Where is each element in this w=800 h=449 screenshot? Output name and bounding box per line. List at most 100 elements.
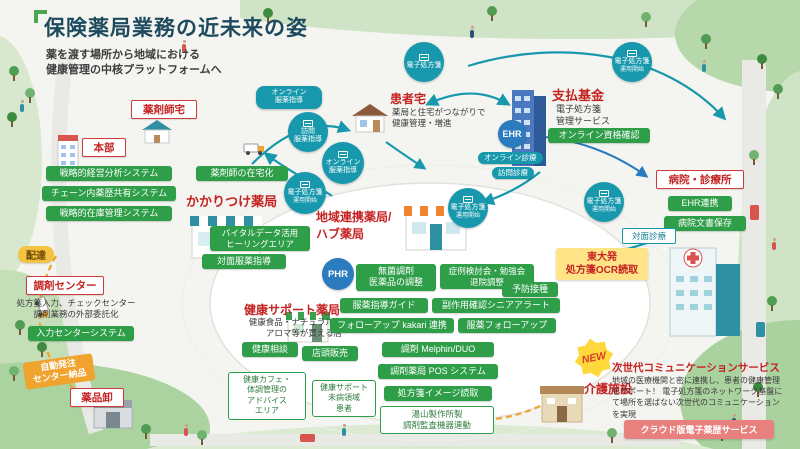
face-to-face-consultation-label: 対面診療	[622, 228, 676, 244]
tree-icon	[772, 84, 784, 99]
pre-illness-line3: 患者	[336, 403, 352, 413]
delivery-tag: 配達	[18, 246, 54, 263]
tree-icon	[700, 34, 712, 49]
case-study-line1: 症例検討会・勉強会	[448, 266, 526, 276]
hub-pharmacy-title: 地域連携薬局/ ハブ薬局	[316, 208, 391, 242]
tree-icon	[756, 54, 768, 69]
vital-data-line2: ヒーリングエリア	[225, 238, 294, 249]
tree-icon	[748, 150, 760, 165]
family-pharmacy-title: かかりつけ薬局	[186, 194, 278, 209]
delivery-truck-icon	[34, 296, 49, 319]
e-prescription-right-label: 電子処方箋	[586, 198, 622, 206]
tree-icon	[196, 430, 208, 445]
melphin-duo-label: 調剤 Melphin/DUO	[382, 342, 494, 358]
visit-guidance-badge: 訪問 服薬指導	[288, 112, 328, 152]
health-cafe-line3: アドバイス	[247, 395, 287, 405]
car-icon	[756, 322, 765, 337]
kakari-followup-link-label: フォローアップ kakari 連携	[330, 318, 454, 334]
tree-icon	[14, 320, 26, 335]
sterile-dispensing-label: 無菌調剤 医薬品の調整	[356, 264, 436, 291]
todai-line2: 処方箋OCR読取	[565, 265, 639, 276]
visit-guidance-line2: 服薬指導	[294, 136, 322, 143]
vital-data-healing-area: バイタルデータ活用 ヒーリングエリア	[210, 226, 310, 252]
system-strategic-analysis: 戦略的経営分析システム	[46, 166, 172, 182]
online-consultation-label: オンライン診療	[478, 152, 543, 164]
page-title: 保険薬局業務の近未来の姿	[44, 17, 308, 40]
tree-icon	[262, 8, 274, 23]
payment-fund-note: 電子処方箋 管理サービス	[556, 103, 610, 127]
patient-home-title: 患者宅	[390, 92, 427, 106]
dispensing-center-note: 処方箋入力、チェックセンター 調剤業務の外部委託化	[10, 298, 142, 321]
store-sales-label: 店頭販売	[302, 346, 358, 362]
online-guidance-line2: 服薬指導	[275, 97, 303, 105]
car-icon	[300, 434, 315, 442]
payment-fund-note-line2: 管理サービス	[556, 116, 611, 127]
person-figure	[772, 238, 776, 250]
medication-guide-label: 服薬指導ガイド	[340, 298, 428, 314]
page-subtitle-line1: 薬を渡す場所から地域における	[46, 49, 200, 61]
dispensing-center-note-line2: 調剤業務の外部委託化	[33, 309, 119, 320]
title-accent-bracket	[34, 10, 47, 23]
tree-icon	[640, 12, 652, 27]
headquarters-building-illustration	[57, 135, 79, 173]
online-guidance2-line2: 服薬指導	[329, 167, 357, 174]
phr-badge: PHR	[322, 258, 354, 290]
tree-icon	[24, 88, 36, 103]
document-icon	[338, 150, 348, 158]
pre-illness-line1: 健康サポート	[320, 383, 368, 392]
online-guidance-line1: オンライン	[271, 89, 307, 96]
e-prescription-center-label: 電子処方箋	[450, 204, 486, 212]
prescription-icon	[419, 53, 429, 61]
prescription-icon	[627, 50, 637, 58]
prescription-icon	[300, 181, 310, 189]
health-cafe-area-label: 健康カフェ・ 体調管理の アドバイス エリア	[228, 372, 306, 420]
tree-icon	[140, 424, 152, 439]
health-support-pharmacy-illustration	[286, 312, 330, 343]
ehr-badge: EHR	[498, 120, 526, 148]
person-figure	[342, 424, 346, 436]
hub-pharmacy-title-line2: ハブ薬局	[316, 227, 365, 241]
yuyama-audit-device-label: 湯山製作所製 調剤監査機器連動	[380, 406, 494, 435]
care-facility-building-illustration	[540, 386, 584, 423]
yuyama-line1: 湯山製作所製	[411, 409, 463, 419]
tree-icon	[6, 112, 18, 127]
e-prescription-right-sub: 運用開始	[591, 206, 616, 213]
patient-home-note-line1: 薬局と住宅がつながりで	[392, 107, 486, 117]
car-icon	[750, 205, 759, 220]
patient-house-illustration	[352, 104, 388, 133]
e-prescription-left-sub: 運用開始	[292, 197, 317, 204]
pharmacist-home-label: 薬剤師宅	[131, 100, 197, 119]
health-support-note-line1: 健康食品・ナチュラル化粧品	[248, 317, 360, 327]
todai-ocr-label: 東大発 処方箋OCR読取	[556, 248, 648, 280]
person-figure	[470, 26, 474, 38]
patient-home-note: 薬局と住宅がつながりで 健康管理・増進	[392, 107, 486, 130]
e-prescription-topright-sub: 運用開始	[619, 66, 644, 73]
dispensing-center-note-line1: 処方箋入力、チェックセンター	[16, 298, 136, 308]
yuyama-line2: 調剤監査機器連動	[402, 420, 471, 431]
person-figure	[182, 40, 186, 52]
tree-icon	[766, 296, 778, 311]
health-support-note-line2: アロマ等が買える店	[265, 328, 343, 339]
e-prescription-badge-center: 電子処方箋 運用開始	[448, 188, 488, 228]
sterile-dispensing-line1: 無菌調剤	[377, 266, 414, 276]
wholesale-label: 薬品卸	[70, 388, 124, 407]
headquarters-label: 本部	[82, 138, 126, 157]
pharmacist-house-illustration	[142, 120, 172, 144]
tree-icon	[752, 382, 764, 397]
pharmacist-remote-work-label: 薬剤師の在宅化	[196, 166, 288, 182]
person-figure	[184, 424, 188, 436]
next-gen-service-title: 次世代コミュニケーションサービス	[612, 362, 780, 374]
document-icon	[303, 119, 313, 127]
person-figure	[702, 60, 706, 72]
online-guidance2-line1: オンライン	[325, 158, 361, 166]
health-cafe-line4: エリア	[255, 406, 279, 416]
hospital-document-storage-label: 病院文書保存	[664, 216, 746, 232]
care-facility-title: 介護施設	[584, 382, 633, 396]
case-study-line2: 退院調整	[469, 276, 504, 287]
health-cafe-line2: 体調管理の	[247, 385, 287, 395]
e-prescription-badge-top: 電子処方箋	[404, 42, 444, 82]
next-gen-service-body: 地域の医療機関と密に連携し、患者の健康管理をサポート！ 電子処方箋のネットワーク…	[612, 376, 783, 419]
sterile-dispensing-line2: 医薬品の調整	[368, 277, 423, 288]
health-consultation-label: 健康相談	[242, 342, 298, 358]
online-guidance-badge-2: オンライン 服薬指導	[322, 142, 364, 184]
